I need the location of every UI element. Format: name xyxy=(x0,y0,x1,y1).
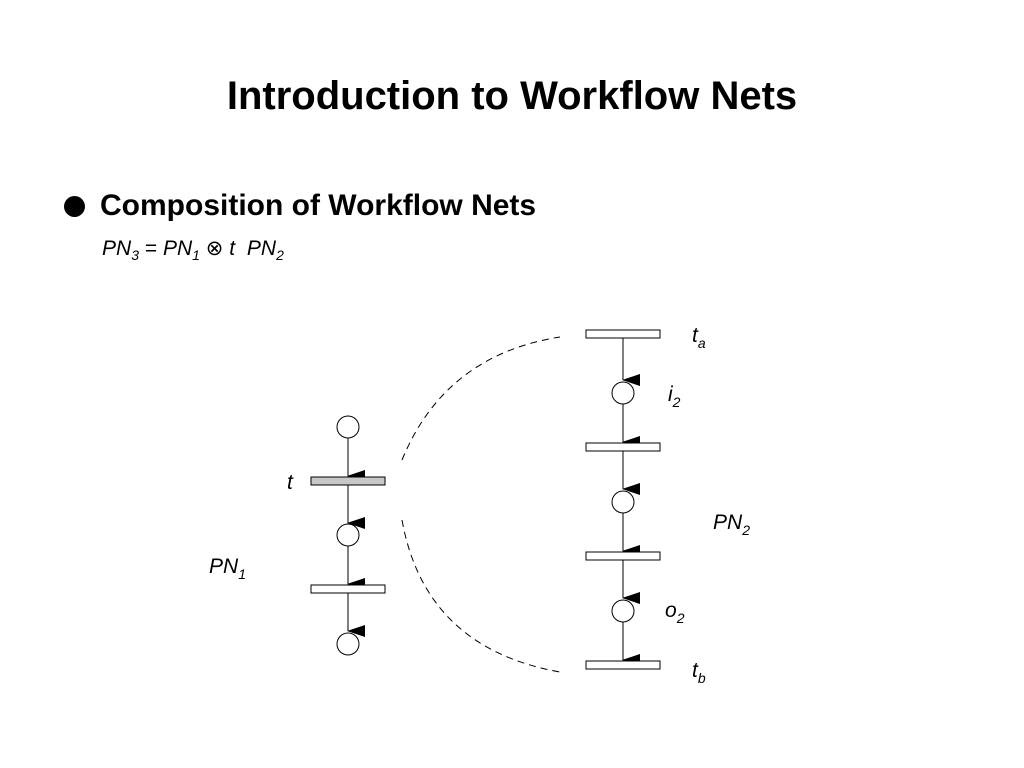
pn2-label: PN2 xyxy=(713,511,750,538)
pn2-o2-label: o2 xyxy=(665,599,685,626)
pn2-transition-2 xyxy=(585,442,661,452)
pn1-transition-2 xyxy=(310,584,386,594)
pn1-output-place xyxy=(336,632,360,656)
pn2-place-i2 xyxy=(611,381,635,405)
pn1-refined-transition-t xyxy=(310,476,386,486)
expansion-curve-bottom xyxy=(401,519,561,673)
pn2-transition-ta xyxy=(585,329,661,339)
pn2-ta-label: ta xyxy=(692,324,706,351)
bullet-dot-icon xyxy=(64,195,85,217)
bullet-text: Composition of Workflow Nets xyxy=(100,189,537,222)
expansion-curve-top xyxy=(401,336,561,461)
pn1-label: PN1 xyxy=(209,555,246,582)
formula-term2: PN2 xyxy=(246,237,284,263)
formula-lhs: PN3 xyxy=(102,237,139,263)
pn2-transition-3 xyxy=(585,551,661,561)
formula-operator-param: t xyxy=(229,237,236,260)
pn2-place-o2 xyxy=(611,599,635,623)
pn1-middle-place xyxy=(336,523,360,547)
pn1-input-place xyxy=(336,415,360,439)
pn2-middle-place xyxy=(611,490,635,514)
pn1-net: t PN1 xyxy=(209,415,386,656)
formula-term1: PN1 xyxy=(162,237,200,263)
bullet-item: Composition of Workflow Nets xyxy=(64,186,536,226)
slide-title: Introduction to Workflow Nets xyxy=(226,74,798,118)
composition-operator-icon: ⊗ xyxy=(205,237,224,260)
pn2-transition-tb xyxy=(585,660,661,670)
pn2-i2-label: i2 xyxy=(668,383,681,410)
pn2-tb-label: tb xyxy=(692,659,706,686)
formula-equals: = xyxy=(144,237,158,260)
composition-formula: PN3 = PN1 ⊗ t PN2 xyxy=(102,234,284,270)
pn1-t-label: t xyxy=(287,471,294,494)
pn2-net: ta i2 PN2 o2 tb xyxy=(585,324,750,686)
